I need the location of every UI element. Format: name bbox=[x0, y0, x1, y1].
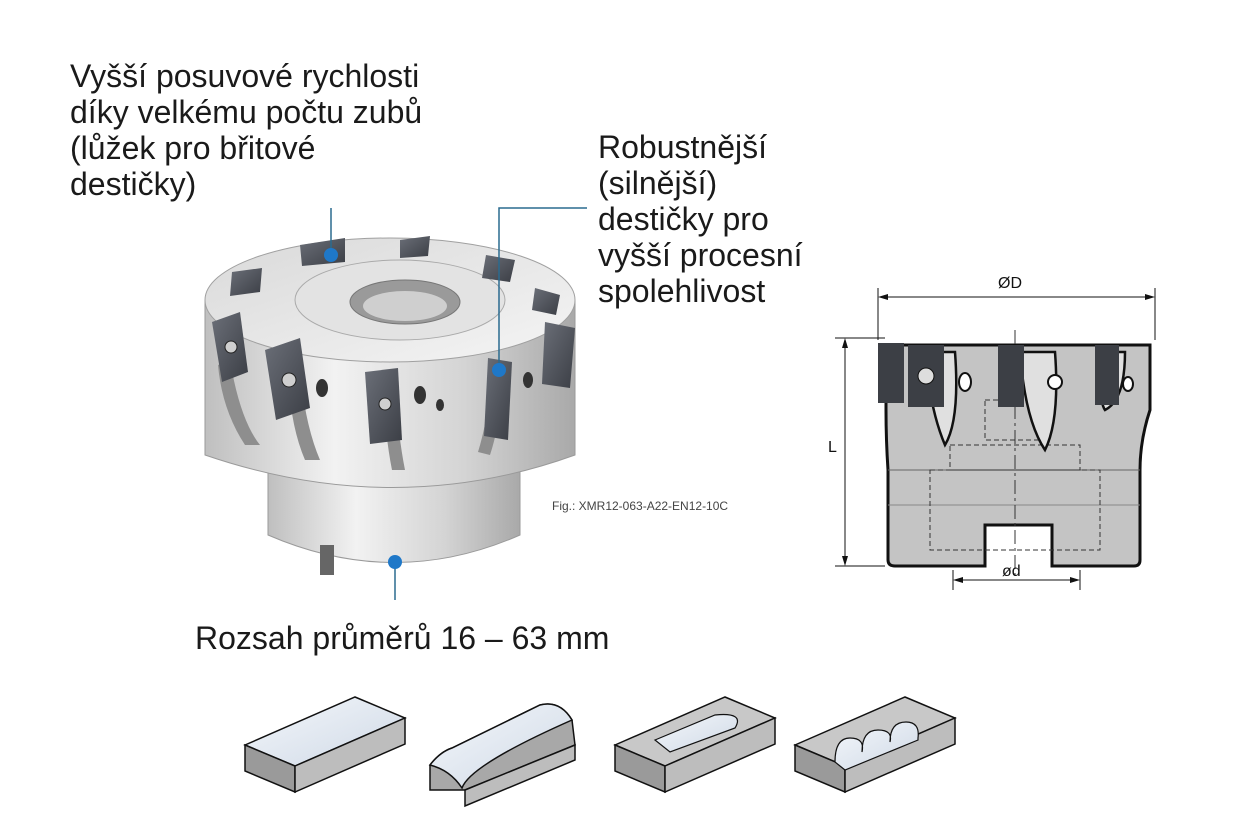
length-label: L bbox=[828, 439, 837, 456]
callout-lines bbox=[324, 207, 587, 600]
profile-milling-block-icon bbox=[428, 703, 576, 808]
face-milling-block-icon bbox=[243, 696, 407, 794]
outer-diameter-label: ØD bbox=[998, 275, 1022, 292]
technical-drawing bbox=[835, 288, 1156, 590]
plunge-milling-block-icon bbox=[793, 696, 957, 794]
callout-robust-inserts: Robustnější (silnější) destičky pro vyšš… bbox=[598, 129, 803, 309]
callout-dot-robust-inserts bbox=[492, 363, 506, 377]
callout-dot-diameter-range bbox=[388, 555, 402, 569]
callout-dot-feed-rate bbox=[324, 248, 338, 262]
callout-feed-rate: Vyšší posuvové rychlosti díky velkému po… bbox=[70, 58, 423, 202]
pocket-milling-block-icon bbox=[613, 696, 777, 794]
callout-diameter-range: Rozsah průměrů 16 – 63 mm bbox=[195, 620, 610, 656]
bore-diameter-label: ød bbox=[1002, 563, 1021, 580]
milling-cutter-image bbox=[204, 236, 576, 575]
figure-caption: Fig.: XMR12-063-A22-EN12-10C bbox=[552, 499, 729, 513]
